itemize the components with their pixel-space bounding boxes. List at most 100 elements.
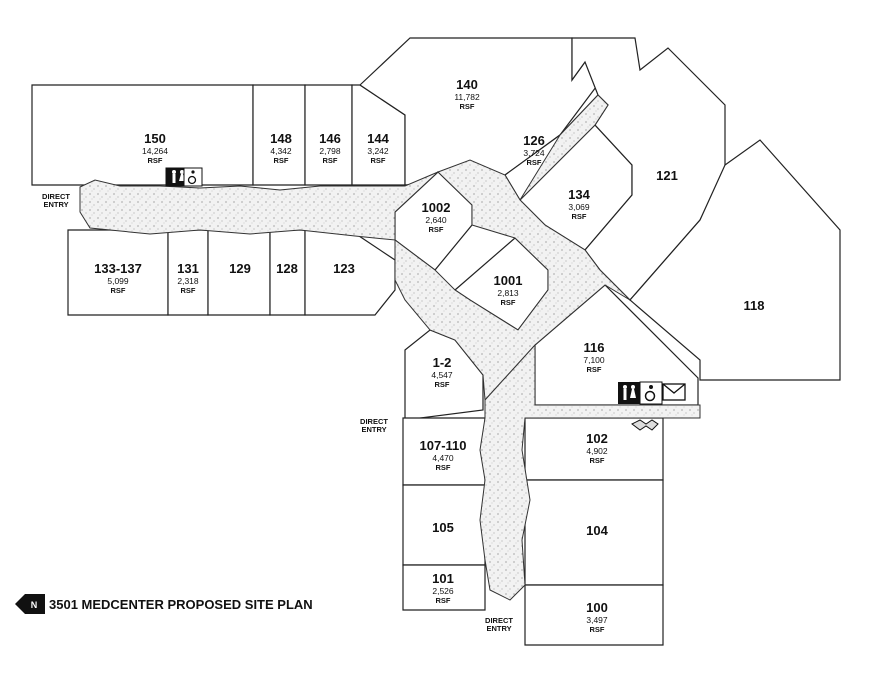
suite-1002-label: 1002 2,640 RSF <box>422 200 451 234</box>
suite-144-label: 144 3,242 RSF <box>367 131 389 165</box>
wheelchair-accessible-icon <box>639 381 663 405</box>
north-east-wing <box>359 37 841 406</box>
suite-number: 128 <box>276 261 298 276</box>
suite-unit: RSF <box>111 286 126 295</box>
suite-number: 105 <box>432 520 454 535</box>
suite-area: 2,640 <box>425 215 447 225</box>
central-corridor <box>394 159 631 402</box>
suite-140-label: 140 11,782 RSF <box>454 77 480 111</box>
entry-line2: ENTRY <box>43 200 68 209</box>
suite-101-label: 101 2,526 RSF <box>432 571 454 605</box>
entry-line1: DIRECT <box>42 192 70 201</box>
suite-unit: RSF <box>148 156 163 165</box>
suite-121-label: 121 <box>656 168 678 183</box>
suite-100-label: 100 3,497 RSF <box>586 600 608 634</box>
suite-unit: RSF <box>181 286 196 295</box>
suite-140-shape[interactable] <box>359 37 606 186</box>
suite-area: 3,242 <box>367 146 389 156</box>
suite-unit: RSF <box>435 380 450 389</box>
suite-105-label: 105 <box>432 520 454 535</box>
south-corridor <box>479 343 701 601</box>
suite-118-shape[interactable] <box>629 139 841 381</box>
suite-area: 2,813 <box>497 288 519 298</box>
suite-116-label: 116 7,100 RSF <box>583 340 605 374</box>
suite-number: 150 <box>144 131 166 146</box>
suite-unit: RSF <box>323 156 338 165</box>
suite-129-label: 129 <box>229 261 251 276</box>
suite-area: 14,264 <box>142 146 168 156</box>
suite-101-shape[interactable] <box>402 564 486 611</box>
entry-line1: DIRECT <box>360 417 388 426</box>
suite-123-label: 123 <box>333 261 355 276</box>
restroom-icon <box>618 382 640 404</box>
suite-number: 118 <box>744 298 765 313</box>
suite-area: 3,724 <box>523 148 545 158</box>
suite-number: 104 <box>586 523 608 538</box>
suite-number: 129 <box>229 261 251 276</box>
suite-area: 5,099 <box>107 276 129 286</box>
suite-area: 3,069 <box>568 202 590 212</box>
suite-number: 100 <box>586 600 608 615</box>
handshake-icon <box>631 419 659 431</box>
suite-150-label: 150 14,264 RSF <box>142 131 168 165</box>
corridors <box>79 94 701 601</box>
suite-number: 134 <box>568 187 590 202</box>
suite-unit: RSF <box>436 596 451 605</box>
suite-area: 2,526 <box>432 586 454 596</box>
suite-number: 123 <box>333 261 355 276</box>
suite-146-label: 146 2,798 RSF <box>319 131 341 165</box>
suite-150-shape[interactable] <box>31 84 254 186</box>
suite-unit: RSF <box>572 212 587 221</box>
suite-number: 102 <box>586 431 608 446</box>
suite-133-137-label: 133-137 5,099 RSF <box>94 261 142 295</box>
suite-148-label: 148 4,342 RSF <box>270 131 292 165</box>
suite-118-label: 118 <box>744 298 765 313</box>
suite-area: 4,547 <box>431 370 453 380</box>
entry-line1: DIRECT <box>485 616 513 625</box>
suite-unit: RSF <box>371 156 386 165</box>
suite-area: 4,342 <box>270 146 292 156</box>
direct-entry-middle: DIRECT ENTRY <box>360 417 388 434</box>
direct-entry-south: DIRECT ENTRY <box>485 616 513 633</box>
entry-line2: ENTRY <box>361 425 386 434</box>
suite-unit: RSF <box>429 225 444 234</box>
suite-area: 2,318 <box>177 276 199 286</box>
page-title: 3501 MEDCENTER PROPOSED SITE PLAN <box>49 597 313 612</box>
wheelchair-accessible-icon <box>183 167 203 187</box>
suite-number: 121 <box>656 168 678 183</box>
suite-area: 7,100 <box>583 355 605 365</box>
suite-unit: RSF <box>501 298 516 307</box>
suite-number: 107-110 <box>420 438 467 453</box>
suite-134-label: 134 3,069 RSF <box>568 187 590 221</box>
suite-107-110-label: 107-110 4,470 RSF <box>420 438 467 472</box>
suite-number: 1002 <box>422 200 451 215</box>
suite-104-label: 104 <box>586 523 608 538</box>
suite-1001-label: 1001 2,813 RSF <box>494 273 523 307</box>
suite-100-shape[interactable] <box>524 584 664 646</box>
suite-area: 3,497 <box>586 615 608 625</box>
suite-unit: RSF <box>527 158 542 167</box>
north-label: N <box>31 600 38 610</box>
suite-number: 101 <box>432 571 454 586</box>
suite-unit: RSF <box>587 365 602 374</box>
suite-number: 140 <box>456 77 478 92</box>
suite-area: 4,470 <box>432 453 454 463</box>
suite-number: 146 <box>319 131 341 146</box>
suite-unit: RSF <box>590 625 605 634</box>
east-corridor <box>519 94 609 201</box>
direct-entry-west: DIRECT ENTRY <box>42 192 70 209</box>
suite-unit: RSF <box>590 456 605 465</box>
entry-line2: ENTRY <box>486 624 511 633</box>
suite-number: 133-137 <box>94 261 142 276</box>
suite-number: 148 <box>270 131 292 146</box>
suite-102-label: 102 4,902 RSF <box>586 431 608 465</box>
suite-unit: RSF <box>274 156 289 165</box>
mail-icon <box>662 383 686 401</box>
suite-128-label: 128 <box>276 261 298 276</box>
north-arrow-icon: N <box>15 594 45 614</box>
suite-unit: RSF <box>460 102 475 111</box>
suite-unit: RSF <box>436 463 451 472</box>
suite-number: 116 <box>584 340 605 355</box>
suite-area: 2,798 <box>319 146 341 156</box>
